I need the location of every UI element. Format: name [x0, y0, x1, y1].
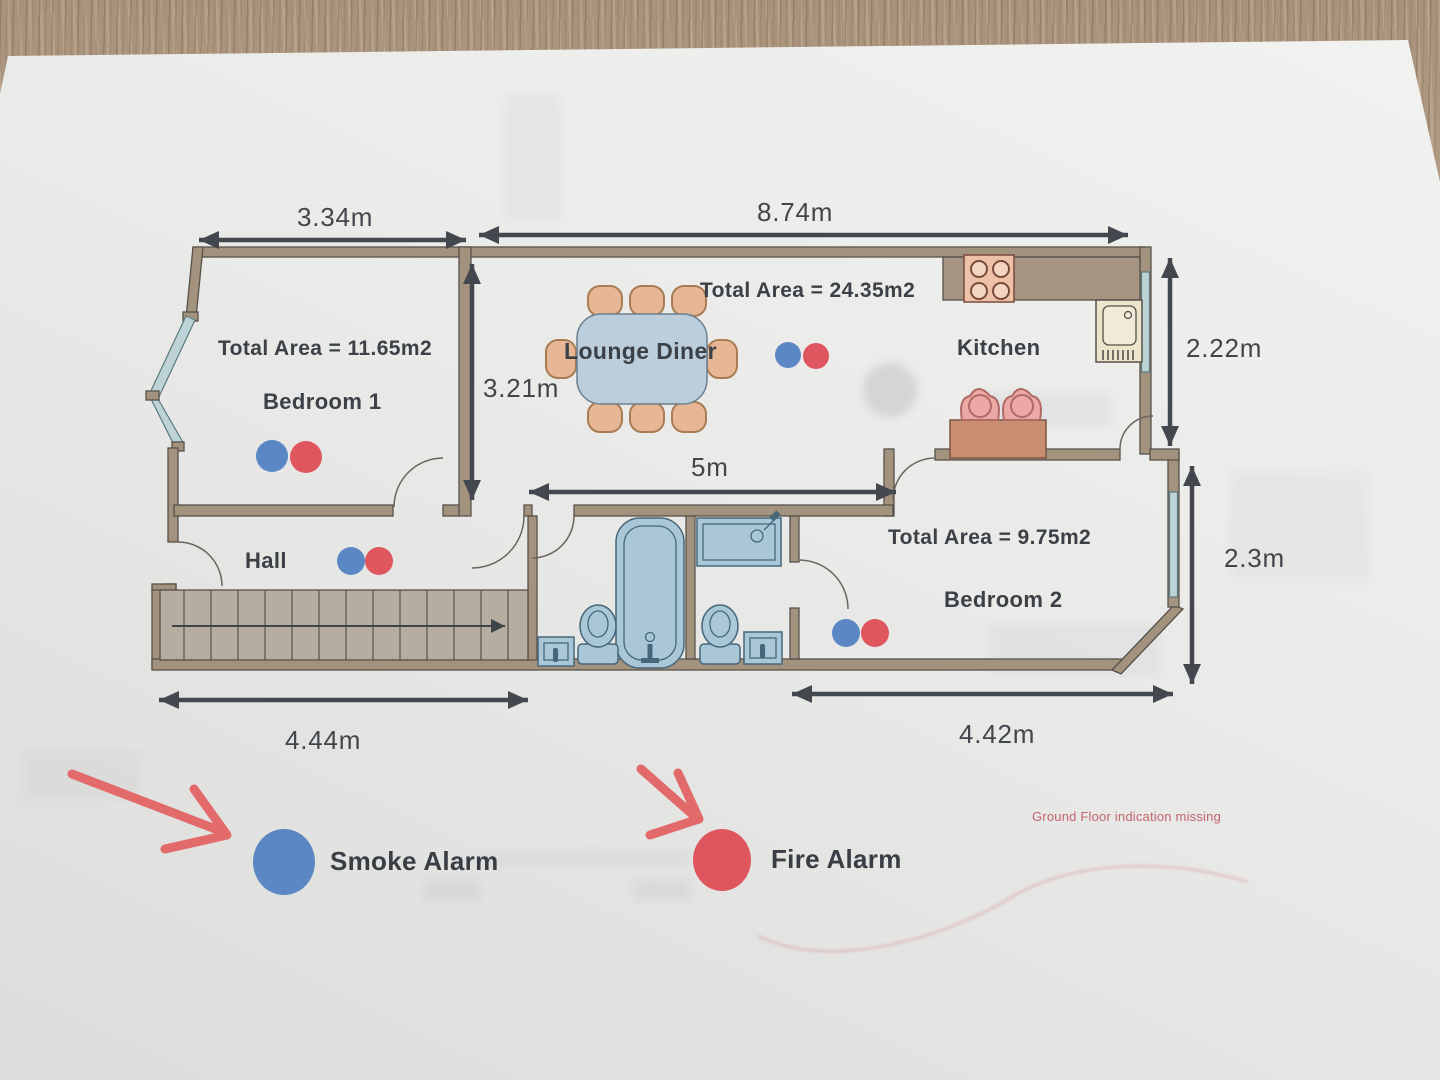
lounge-bottom-wall — [573, 504, 894, 517]
bathtub-icon — [615, 517, 685, 669]
smoke-alarm-legend-dot — [253, 829, 315, 895]
smoke-alarm-dot-bedroom2 — [832, 619, 860, 647]
kitchen-chair — [960, 388, 1000, 421]
sink-icon — [743, 631, 783, 665]
stove-icon — [963, 254, 1015, 303]
bedroom2-door-arc — [892, 457, 936, 501]
dining-chair — [587, 401, 623, 433]
bedroom1-door-arc — [393, 457, 444, 508]
fire-alarm-legend-dot — [693, 829, 751, 891]
red-arrow-right-shaft — [636, 764, 697, 819]
toilet-icon — [699, 604, 741, 665]
smoke-alarm-dot-hall — [337, 547, 365, 575]
fire-alarm-dot-bedroom2 — [861, 619, 889, 647]
entrance-door-arc — [177, 541, 223, 587]
wc-door-arc — [798, 559, 849, 610]
kitchen-fixtures — [942, 254, 1143, 459]
hall-name-label: Hall — [245, 548, 287, 573]
dimension-arrows — [159, 226, 1201, 709]
fire-alarm-legend-label: Fire Alarm — [771, 844, 902, 874]
kitchen-chair — [1002, 388, 1042, 421]
smoke-alarm-dot-lounge — [775, 342, 801, 368]
dimension-label-kitchen-depth: 2.22m — [1186, 333, 1263, 363]
dining-set — [545, 285, 738, 433]
dining-table — [576, 313, 708, 405]
red-arrow-left-head — [160, 784, 232, 854]
sink-icon — [537, 636, 575, 667]
pen-squiggle — [757, 864, 1249, 953]
red-arrow-left-shaft — [67, 769, 223, 835]
ground-floor-note: Ground Floor indication missing — [1032, 809, 1222, 824]
legend-symbols — [253, 829, 751, 895]
bedroom2-area-label: Total Area = 9.75m2 — [888, 526, 1092, 549]
dining-chair — [587, 285, 623, 317]
hall-left-wall — [167, 447, 179, 543]
red-arrow-right-head — [645, 768, 704, 840]
kitchen-name-label: Kitchen — [957, 335, 1041, 360]
red-annotation-arrows — [67, 764, 704, 854]
kitchen-door-arc — [1119, 415, 1154, 450]
bedroom1-lounge-divider — [458, 246, 472, 517]
lounge-area-label: Total Area = 24.35m2 — [700, 279, 916, 302]
bay-window-lower — [147, 393, 185, 450]
bedroom2-window — [1168, 491, 1179, 598]
bay-window-upper — [148, 315, 196, 400]
dimension-label-bedroom1-width: 3.34m — [297, 202, 374, 232]
alarm-dots — [256, 342, 889, 647]
kitchen-sink-icon — [1095, 299, 1143, 363]
bathroom-fixtures — [537, 510, 783, 669]
dining-chair — [629, 401, 665, 433]
dimension-label-lounge-depth: 3.21m — [483, 373, 560, 403]
fire-alarm-dot-lounge — [803, 343, 829, 369]
dimension-label-bedroom2-depth: 2.3m — [1224, 543, 1286, 573]
bathroom-left-wall — [527, 515, 538, 661]
hall-lounge-door-arc — [471, 515, 525, 569]
smoke-alarm-legend-label: Smoke Alarm — [330, 846, 499, 876]
bedroom1-bottom-wall — [173, 504, 394, 517]
stairs — [159, 589, 529, 661]
bedroom1-left-wall — [185, 246, 204, 319]
bedroom2-name-label: Bedroom 2 — [944, 587, 1063, 612]
toilet-icon — [577, 604, 619, 665]
lounge-name-label: Lounge Diner — [564, 338, 718, 364]
fire-alarm-dot-bedroom1 — [290, 441, 322, 473]
dining-chair — [545, 339, 577, 379]
dining-chair — [629, 285, 665, 317]
smoke-alarm-dot-bedroom1 — [256, 440, 288, 472]
kitchen-table — [949, 388, 1047, 459]
bathroom-divider-wall — [685, 515, 696, 660]
dimension-label-lounge-inner-width: 5m — [691, 452, 729, 482]
bedroom1-name-label: Bedroom 1 — [263, 389, 382, 414]
fire-alarm-dot-hall — [365, 547, 393, 575]
dimension-label-lounge-kitchen-width: 8.74m — [757, 197, 834, 227]
dimension-label-hall-width: 4.44m — [285, 725, 362, 755]
door-arcs — [177, 415, 1154, 610]
shower-icon — [696, 510, 782, 567]
bathroom-door-arc — [531, 515, 575, 559]
bedroom1-area-label: Total Area = 11.65m2 — [218, 337, 433, 360]
dimension-label-bedroom2-width: 4.42m — [959, 719, 1036, 749]
dining-chair — [671, 401, 707, 433]
